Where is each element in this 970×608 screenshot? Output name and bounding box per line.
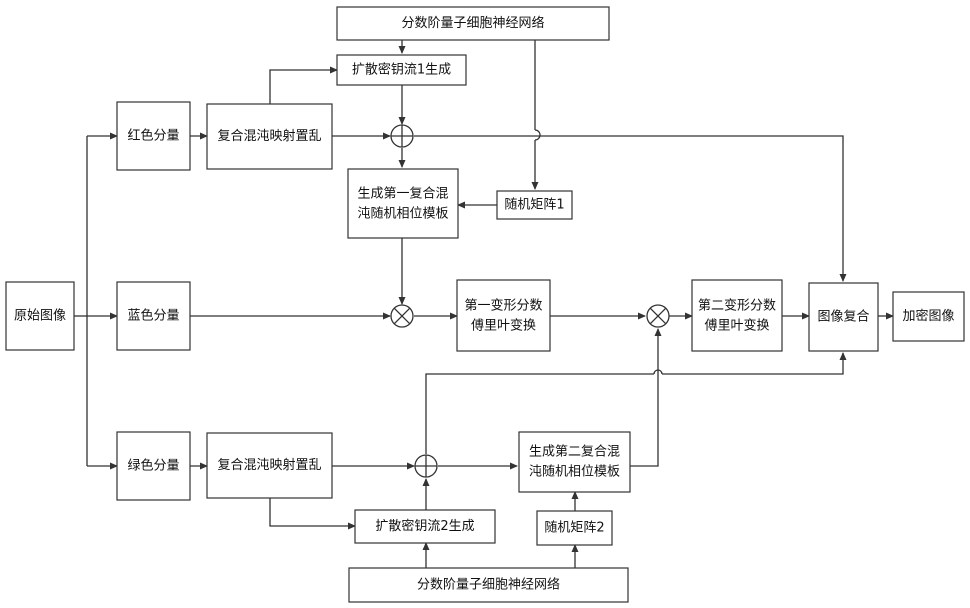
label-fnn-bottom: 分数阶量子细胞神经网络 <box>417 577 560 593</box>
xor-operator-1 <box>391 125 413 147</box>
label-scramble-bottom: 复合混沌映射置乱 <box>217 457 321 473</box>
label-keystream2: 扩散密钥流2生成 <box>375 518 474 534</box>
label-mask1-line1: 生成第一复合混 <box>357 187 448 202</box>
box-fnn-bottom: 分数阶量子细胞神经网络 <box>349 568 628 602</box>
box-green-component: 绿色分量 <box>117 432 190 500</box>
box-image-composite: 图像复合 <box>809 283 878 351</box>
box-keystream2: 扩散密钥流2生成 <box>355 510 495 543</box>
box-frft1: 第一变形分数 傅里叶变换 <box>457 280 550 351</box>
box-fnn-top: 分数阶量子细胞神经网络 <box>337 7 609 40</box>
box-original-image: 原始图像 <box>6 282 74 350</box>
box-encrypted-image: 加密图像 <box>893 292 964 341</box>
label-random-matrix2: 随机矩阵2 <box>544 521 604 536</box>
label-frft1-line1: 第一变形分数 <box>464 298 542 314</box>
box-mask1: 生成第一复合混 沌随机相位模板 <box>348 169 458 238</box>
box-random-matrix1: 随机矩阵1 <box>497 191 572 219</box>
box-scramble-bottom: 复合混沌映射置乱 <box>207 433 332 498</box>
label-original-image: 原始图像 <box>14 309 66 324</box>
box-blue-component: 蓝色分量 <box>117 282 190 350</box>
label-mask2-line2: 沌随机相位模板 <box>529 465 620 480</box>
multiply-operator-1 <box>391 305 413 327</box>
box-frft2: 第二变形分数 傅里叶变换 <box>692 280 782 351</box>
label-image-composite: 图像复合 <box>817 310 869 325</box>
label-frft1-line2: 傅里叶变换 <box>471 318 536 334</box>
arrow-scramble-to-keystream2 <box>270 498 355 526</box>
arrow-xor1-to-composite <box>414 136 843 281</box>
arrow-mask2-to-mult2 <box>630 329 658 466</box>
label-keystream1: 扩散密钥流1生成 <box>352 62 451 78</box>
label-frft2-line2: 傅里叶变换 <box>704 318 769 334</box>
label-scramble-top: 复合混沌映射置乱 <box>217 128 321 144</box>
box-mask2: 生成第二复合混 沌随机相位模板 <box>519 432 630 492</box>
label-green-component: 绿色分量 <box>127 458 179 474</box>
label-blue-component: 蓝色分量 <box>127 308 179 324</box>
arrow-scramble-to-keystream1 <box>270 70 337 104</box>
label-mask2-line1: 生成第二复合混 <box>529 445 620 460</box>
label-fnn-top: 分数阶量子细胞神经网络 <box>401 15 544 31</box>
label-frft2-line1: 第二变形分数 <box>698 298 776 314</box>
box-keystream1: 扩散密钥流1生成 <box>337 55 466 85</box>
box-red-component: 红色分量 <box>117 102 190 170</box>
xor-operator-2 <box>415 455 437 477</box>
label-encrypted-image: 加密图像 <box>902 308 954 324</box>
label-mask1-line2: 沌随机相位模板 <box>357 207 448 222</box>
label-random-matrix1: 随机矩阵1 <box>504 198 564 213</box>
box-scramble-top: 复合混沌映射置乱 <box>207 104 332 169</box>
label-red-component: 红色分量 <box>127 128 179 144</box>
box-random-matrix2: 随机矩阵2 <box>537 511 612 545</box>
arrow-xor2-to-composite <box>662 353 843 374</box>
multiply-operator-2 <box>647 305 669 327</box>
wire-hop-over <box>535 130 540 140</box>
